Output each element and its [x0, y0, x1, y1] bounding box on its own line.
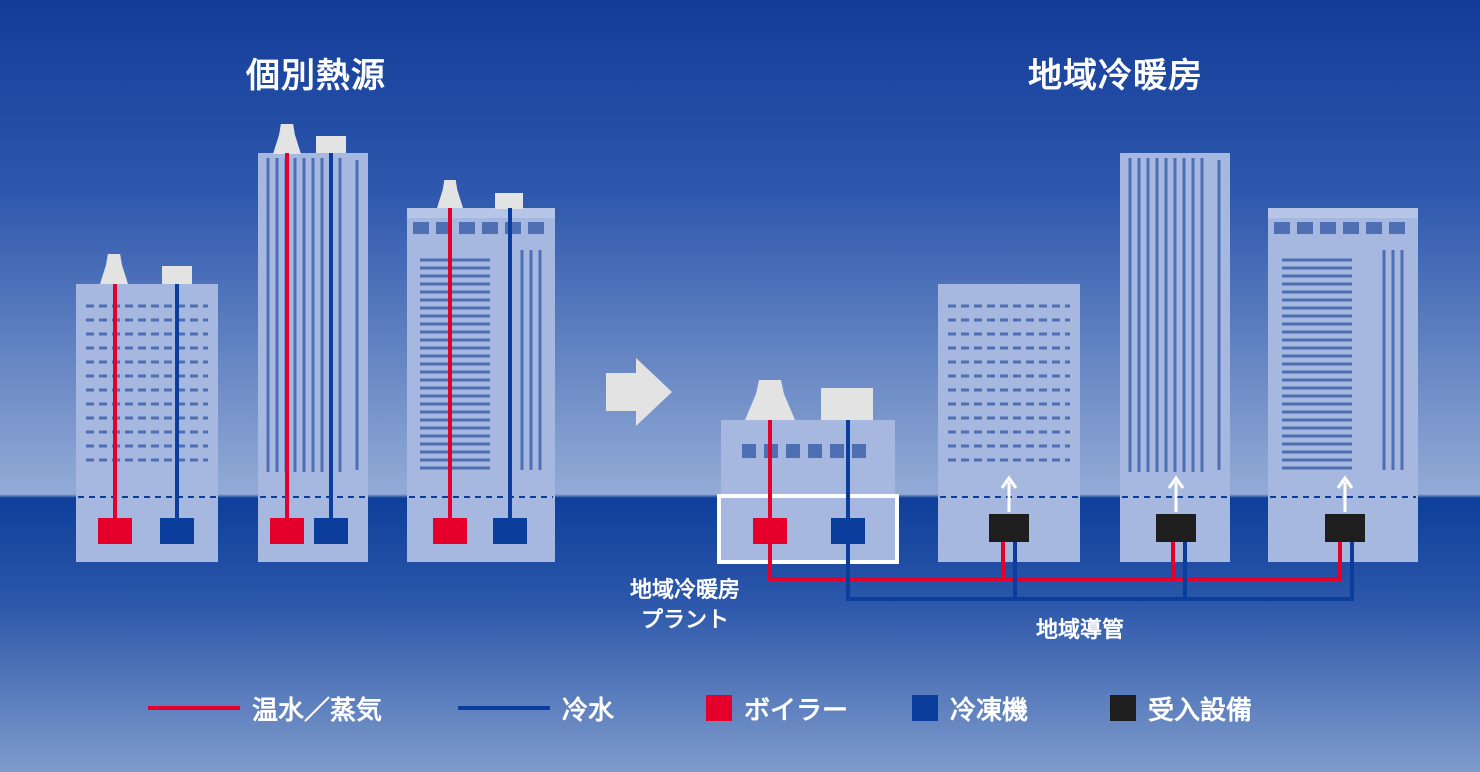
- receiver-icon: [1325, 514, 1365, 542]
- title-individual-heat-source: 個別熱源: [246, 56, 386, 96]
- legend-item-boiler: ボイラー: [706, 688, 848, 728]
- window-block: [830, 444, 844, 458]
- chiller-swatch: [912, 695, 938, 721]
- receiver-icon: [989, 514, 1029, 542]
- building-body: [76, 284, 218, 562]
- district-hot-pipe: [768, 530, 1342, 581]
- boiler-swatch: [706, 695, 732, 721]
- window-block: [786, 444, 800, 458]
- district-pipe-label: 地域導管: [1035, 618, 1124, 643]
- legend-item-cold-water: 冷水: [458, 688, 614, 728]
- cooling-tower-icon: [437, 180, 463, 208]
- chiller-icon: [314, 518, 348, 544]
- window-block: [459, 222, 475, 234]
- boiler-icon: [270, 518, 304, 544]
- district-cold-pipe: [846, 530, 1354, 601]
- legend-item-receiver: 受入設備: [1110, 688, 1252, 728]
- window-block: [413, 222, 429, 234]
- arrow-head-icon: [1000, 475, 1018, 489]
- window-block: [505, 222, 521, 234]
- chiller-icon: [831, 518, 865, 544]
- rooftop-unit-icon: [495, 193, 523, 209]
- plant-label: 地域冷暖房 プラント: [600, 576, 770, 636]
- window-block: [482, 222, 498, 234]
- boiler-icon: [433, 518, 467, 544]
- window-block: [1343, 222, 1359, 234]
- arrow-head-icon: [1336, 475, 1354, 489]
- chiller-icon: [493, 518, 527, 544]
- chiller-icon: [160, 518, 194, 544]
- window-block: [852, 444, 866, 458]
- cold-line-swatch: [458, 706, 550, 710]
- rooftop-unit-icon: [316, 136, 346, 153]
- receiver-icon: [1156, 514, 1196, 542]
- rooftop-unit-icon: [821, 388, 873, 420]
- plant-label-line2: プラント: [640, 608, 729, 633]
- transition-arrow-icon: [606, 358, 672, 426]
- legend-label-chiller: 冷凍機: [950, 695, 1029, 726]
- equipment-layer: [98, 475, 1365, 544]
- legend-label-hot-water: 温水／蒸気: [252, 695, 383, 726]
- receiver-swatch: [1110, 695, 1136, 721]
- legend-label-boiler: ボイラー: [744, 695, 849, 726]
- window-block: [1297, 222, 1313, 234]
- building-left-3: [407, 208, 555, 562]
- title-district-heating-cooling: 地域冷暖房: [1028, 56, 1203, 96]
- window-block: [528, 222, 544, 234]
- legend-label-cold-water: 冷水: [562, 695, 615, 726]
- legend-item-chiller: 冷凍機: [912, 688, 1028, 728]
- building-body: [721, 420, 895, 562]
- pipes-layer: [113, 153, 1354, 601]
- cooling-tower-icon: [273, 124, 301, 154]
- hot-line-swatch: [148, 706, 240, 710]
- window-block: [808, 444, 822, 458]
- legend: 温水／蒸気 冷水 ボイラー 冷凍機 受入設備: [0, 688, 1480, 728]
- cooling-tower-icon: [100, 254, 128, 284]
- building-right-1: [938, 284, 1080, 562]
- window-block: [1389, 222, 1405, 234]
- plant-frame: [717, 494, 899, 564]
- arrow-head-icon: [1167, 475, 1185, 489]
- building-right-3: [1268, 208, 1418, 562]
- window-block: [1274, 222, 1290, 234]
- buildings-layer: [76, 124, 1418, 564]
- legend-item-hot-water: 温水／蒸気: [148, 688, 382, 728]
- building-left-2: [258, 153, 368, 562]
- roof-band: [407, 208, 555, 218]
- building-left-1: [76, 284, 218, 562]
- roof-band: [1268, 208, 1418, 218]
- window-block: [742, 444, 756, 458]
- plant-label-line1: 地域冷暖房: [629, 578, 740, 603]
- window-block: [1320, 222, 1336, 234]
- plant-building: [721, 420, 895, 562]
- rooftop-unit-icon: [162, 266, 192, 284]
- boiler-icon: [753, 518, 787, 544]
- legend-label-receiver: 受入設備: [1148, 695, 1253, 726]
- window-block: [1366, 222, 1382, 234]
- boiler-icon: [98, 518, 132, 544]
- cooling-tower-icon: [745, 380, 795, 420]
